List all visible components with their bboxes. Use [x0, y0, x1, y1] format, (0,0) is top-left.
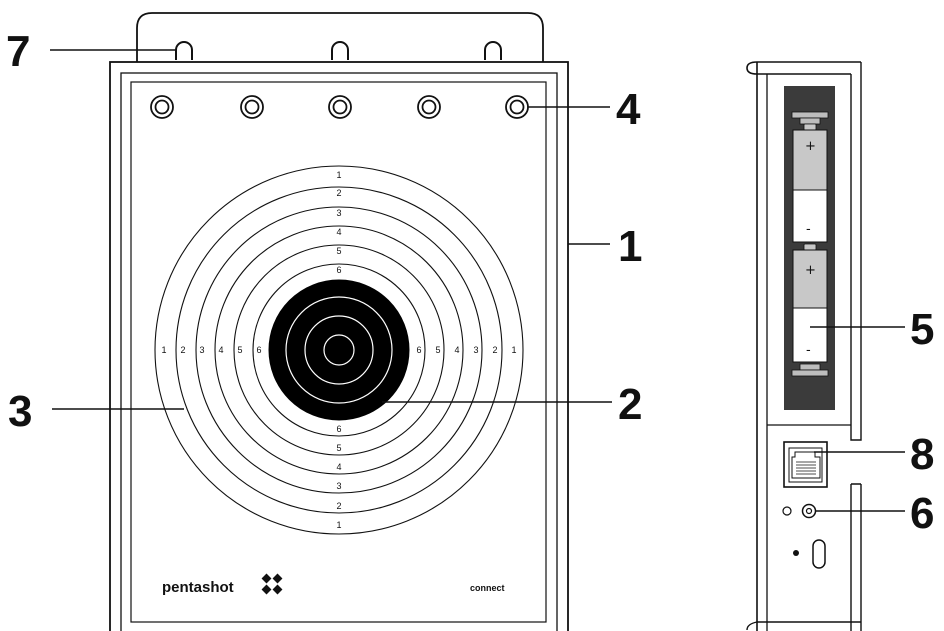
callout-7: 7: [6, 27, 30, 76]
ring-2: [175, 186, 503, 514]
battery-1: [792, 123, 828, 243]
ring-num-right-6: 6: [416, 345, 421, 355]
side-top-cap: [746, 61, 758, 75]
ring-4: [214, 225, 464, 475]
status-led: [782, 506, 792, 516]
target-rings: [154, 165, 524, 535]
side-wall-right-upper: [850, 62, 862, 441]
target-sheet: [130, 81, 547, 623]
bullseye-black: [268, 279, 410, 421]
power-jack: [801, 503, 817, 519]
ring-num-left-2: 2: [180, 345, 185, 355]
ring-3: [195, 206, 483, 494]
sensor-4: [417, 95, 441, 119]
battery-1-minus: -: [806, 222, 811, 237]
ring-num-left-6: 6: [256, 345, 261, 355]
callout-4: 4: [616, 85, 641, 134]
battery-1-plus: +: [805, 139, 816, 154]
ring-num-right-2: 2: [492, 345, 497, 355]
callout-5: 5: [910, 305, 934, 354]
ring-num-left-4: 4: [218, 345, 223, 355]
ring-num-top-2: 2: [336, 188, 341, 198]
sensor-1: [150, 95, 174, 119]
battery-2-minus: -: [806, 343, 811, 358]
side-wall-right-lower: [850, 483, 862, 631]
keyhole-slot-left: [175, 41, 193, 60]
connect-label: connect: [470, 583, 505, 593]
callout-2: 2: [618, 380, 642, 429]
button-dot: [793, 550, 799, 556]
ring-5: [233, 244, 445, 456]
bullseye-inner-rings: [285, 296, 393, 404]
ring-num-bottom-5: 5: [336, 443, 341, 453]
callout-1: 1: [618, 222, 642, 271]
keyhole-slot-right: [484, 41, 502, 60]
callout-8: 8: [910, 430, 934, 479]
sensor-3: [328, 95, 352, 119]
ring-num-bottom-2: 2: [336, 501, 341, 511]
ring-numbers: 1 2 3 4 5 6 6 5 4 3 2 1 1 2 3 4 5 6 6 5 …: [161, 170, 516, 530]
battery-compartment: [784, 86, 835, 410]
ring-1: [154, 165, 524, 535]
sensor-2: [240, 95, 264, 119]
ring-num-left-1: 1: [161, 345, 166, 355]
battery-2-plus: +: [805, 263, 816, 278]
ring-num-right-5: 5: [435, 345, 440, 355]
ring-num-top-6: 6: [336, 265, 341, 275]
ring-num-bottom-4: 4: [336, 462, 341, 472]
ring-num-top-4: 4: [336, 227, 341, 237]
power-button: [812, 539, 826, 569]
front-view: [109, 12, 569, 631]
keyhole-slot-middle: [331, 41, 349, 60]
brand-name: pentashot: [162, 579, 234, 596]
ring-6: [252, 263, 426, 437]
ring-num-right-4: 4: [454, 345, 459, 355]
callout-3: 3: [8, 387, 32, 436]
ring-num-bottom-1: 1: [336, 520, 341, 530]
ring-num-top-3: 3: [336, 208, 341, 218]
ring-num-right-3: 3: [473, 345, 478, 355]
ring-num-bottom-6: 6: [336, 424, 341, 434]
battery-2: [792, 243, 828, 363]
mounting-bracket: [136, 12, 544, 62]
brand-logo-icon: [261, 573, 283, 595]
ring-num-left-3: 3: [199, 345, 204, 355]
ring-num-top-1: 1: [336, 170, 341, 180]
ring-num-right-1: 1: [511, 345, 516, 355]
side-bottom-cap: [746, 621, 758, 631]
leader-lines: [50, 49, 905, 512]
housing-inner: [120, 72, 558, 631]
ring-num-bottom-3: 3: [336, 481, 341, 491]
side-view: [746, 61, 862, 631]
callout-6: 6: [910, 489, 934, 538]
ethernet-port: [783, 441, 828, 488]
ring-num-left-5: 5: [237, 345, 242, 355]
ring-num-top-5: 5: [336, 246, 341, 256]
